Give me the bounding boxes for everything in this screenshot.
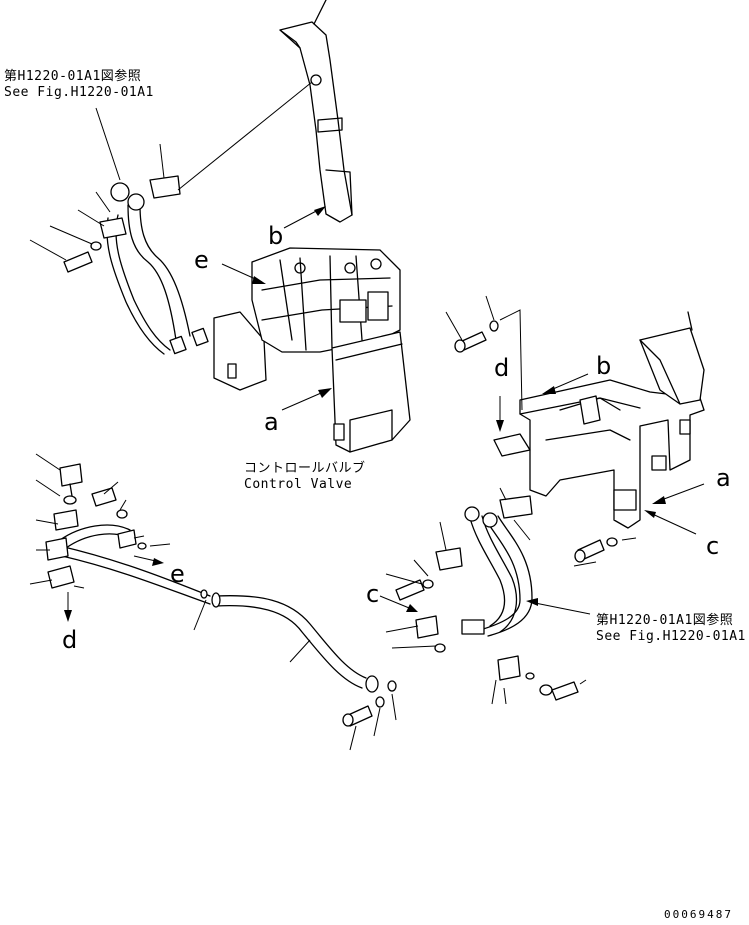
letter-d-low: d — [62, 626, 78, 654]
leader-arrows — [64, 206, 705, 622]
top-lever-bracket — [279, 0, 353, 223]
control-valve-label-jp: コントロールバルブ — [244, 461, 366, 476]
right-bracket-frame — [493, 311, 705, 529]
letter-b-right: b — [596, 352, 612, 380]
right-top-bolt — [445, 295, 523, 411]
control-valve-label-en: Control Valve — [244, 477, 353, 492]
letter-a-mid: a — [264, 408, 279, 436]
letter-c-right: c — [706, 532, 720, 560]
letter-a-right: a — [716, 464, 731, 492]
center-right-clamps — [385, 615, 587, 705]
letter-e-top: e — [194, 246, 209, 274]
drawing-number: 00069487 — [664, 908, 733, 921]
top-left-tube-assembly — [29, 81, 313, 355]
letter-d-right: d — [494, 354, 510, 382]
right-lower-bolt — [573, 537, 637, 567]
letter-e-low: e — [170, 560, 185, 588]
valve-mounting-bracket — [331, 331, 411, 453]
reference-top-left-en: See Fig.H1220-01A1 — [4, 85, 154, 100]
reference-top-left-jp: 第H1220-01A1図参照 — [4, 69, 142, 84]
long-main-tube — [59, 545, 397, 693]
control-valve — [213, 247, 401, 391]
letter-c-low: c — [366, 580, 380, 608]
bottom-center-bolt — [342, 693, 397, 751]
reference-right-en: See Fig.H1220-01A1 — [596, 629, 746, 644]
bottom-left-fittings — [29, 453, 171, 589]
letter-b-top: b — [268, 222, 284, 250]
reference-right-jp: 第H1220-01A1図参照 — [596, 613, 734, 628]
right-tube-assembly — [385, 487, 533, 637]
